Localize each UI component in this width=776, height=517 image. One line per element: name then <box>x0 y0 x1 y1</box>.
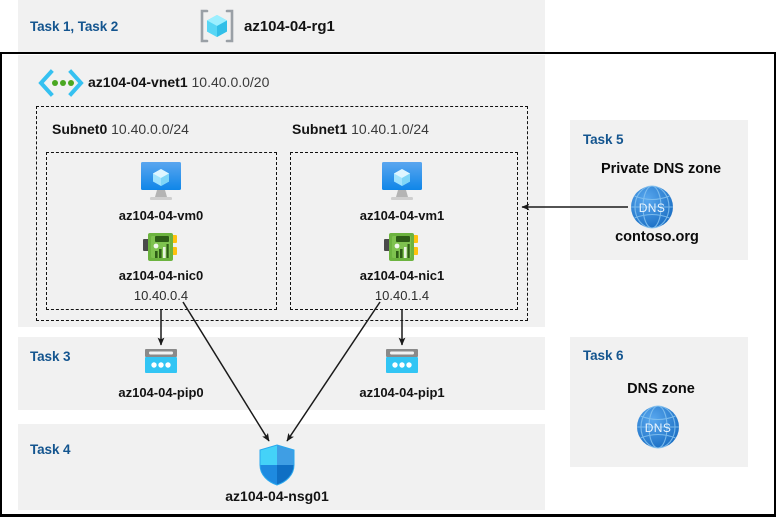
subnet0-box <box>46 152 277 310</box>
nic0-label: az104-04-nic0 <box>118 268 204 283</box>
subnet0-header: Subnet0 10.40.0.0/24 <box>52 121 189 137</box>
virtual-machine-icon <box>138 160 184 202</box>
vm1-label: az104-04-vm1 <box>359 208 445 223</box>
virtual-network-icon <box>38 69 84 97</box>
task5-label: Task 5 <box>583 132 624 147</box>
nic1-label: az104-04-nic1 <box>359 268 445 283</box>
subnet1-name: Subnet1 <box>292 121 348 137</box>
subnets-group-box <box>36 106 528 321</box>
task4-label: Task 4 <box>30 442 71 457</box>
subnet0-name: Subnet0 <box>52 121 108 137</box>
subnet0-cidr: 10.40.0.0/24 <box>111 121 189 137</box>
task1-task2-label: Task 1, Task 2 <box>30 19 119 34</box>
task6-title: DNS zone <box>627 381 695 397</box>
vnet-address-space: 10.40.0.0/20 <box>191 74 270 90</box>
public-ip-address-icon <box>384 348 420 378</box>
vnet-name-text: az104-04-vnet1 <box>88 74 188 90</box>
dns-zone-icon: DNS <box>635 404 681 450</box>
resource-group-icon <box>198 8 236 44</box>
dns-zone-icon: DNS <box>629 184 675 230</box>
nsg-label: az104-04-nsg01 <box>225 488 329 504</box>
task3-label: Task 3 <box>30 349 71 364</box>
vnet-panel <box>18 55 545 327</box>
subnet1-cidr: 10.40.1.0/24 <box>351 121 429 137</box>
task1-task2-panel <box>18 0 545 52</box>
task6-label: Task 6 <box>583 348 624 363</box>
svg-text:DNS: DNS <box>639 201 666 215</box>
vnet-name: az104-04-vnet1 10.40.0.0/20 <box>88 74 269 90</box>
pip1-label: az104-04-pip1 <box>359 385 445 400</box>
svg-text:DNS: DNS <box>645 421 672 435</box>
network-interface-icon <box>383 231 421 263</box>
subnet1-box <box>290 152 518 310</box>
vm0-label: az104-04-vm0 <box>118 208 204 223</box>
task3-panel <box>18 337 545 410</box>
resource-group-name: az104-04-rg1 <box>244 18 335 35</box>
network-interface-icon <box>142 231 180 263</box>
nic1-ip: 10.40.1.4 <box>374 288 430 303</box>
virtual-machine-icon <box>379 160 425 202</box>
subnet1-header: Subnet1 10.40.1.0/24 <box>292 121 429 137</box>
task5-title: Private DNS zone <box>600 161 722 177</box>
nic0-ip: 10.40.0.4 <box>133 288 189 303</box>
pip0-label: az104-04-pip0 <box>118 385 204 400</box>
network-security-group-icon <box>258 444 296 486</box>
public-ip-address-icon <box>143 348 179 378</box>
task5-zone-name: contoso.org <box>615 229 699 245</box>
